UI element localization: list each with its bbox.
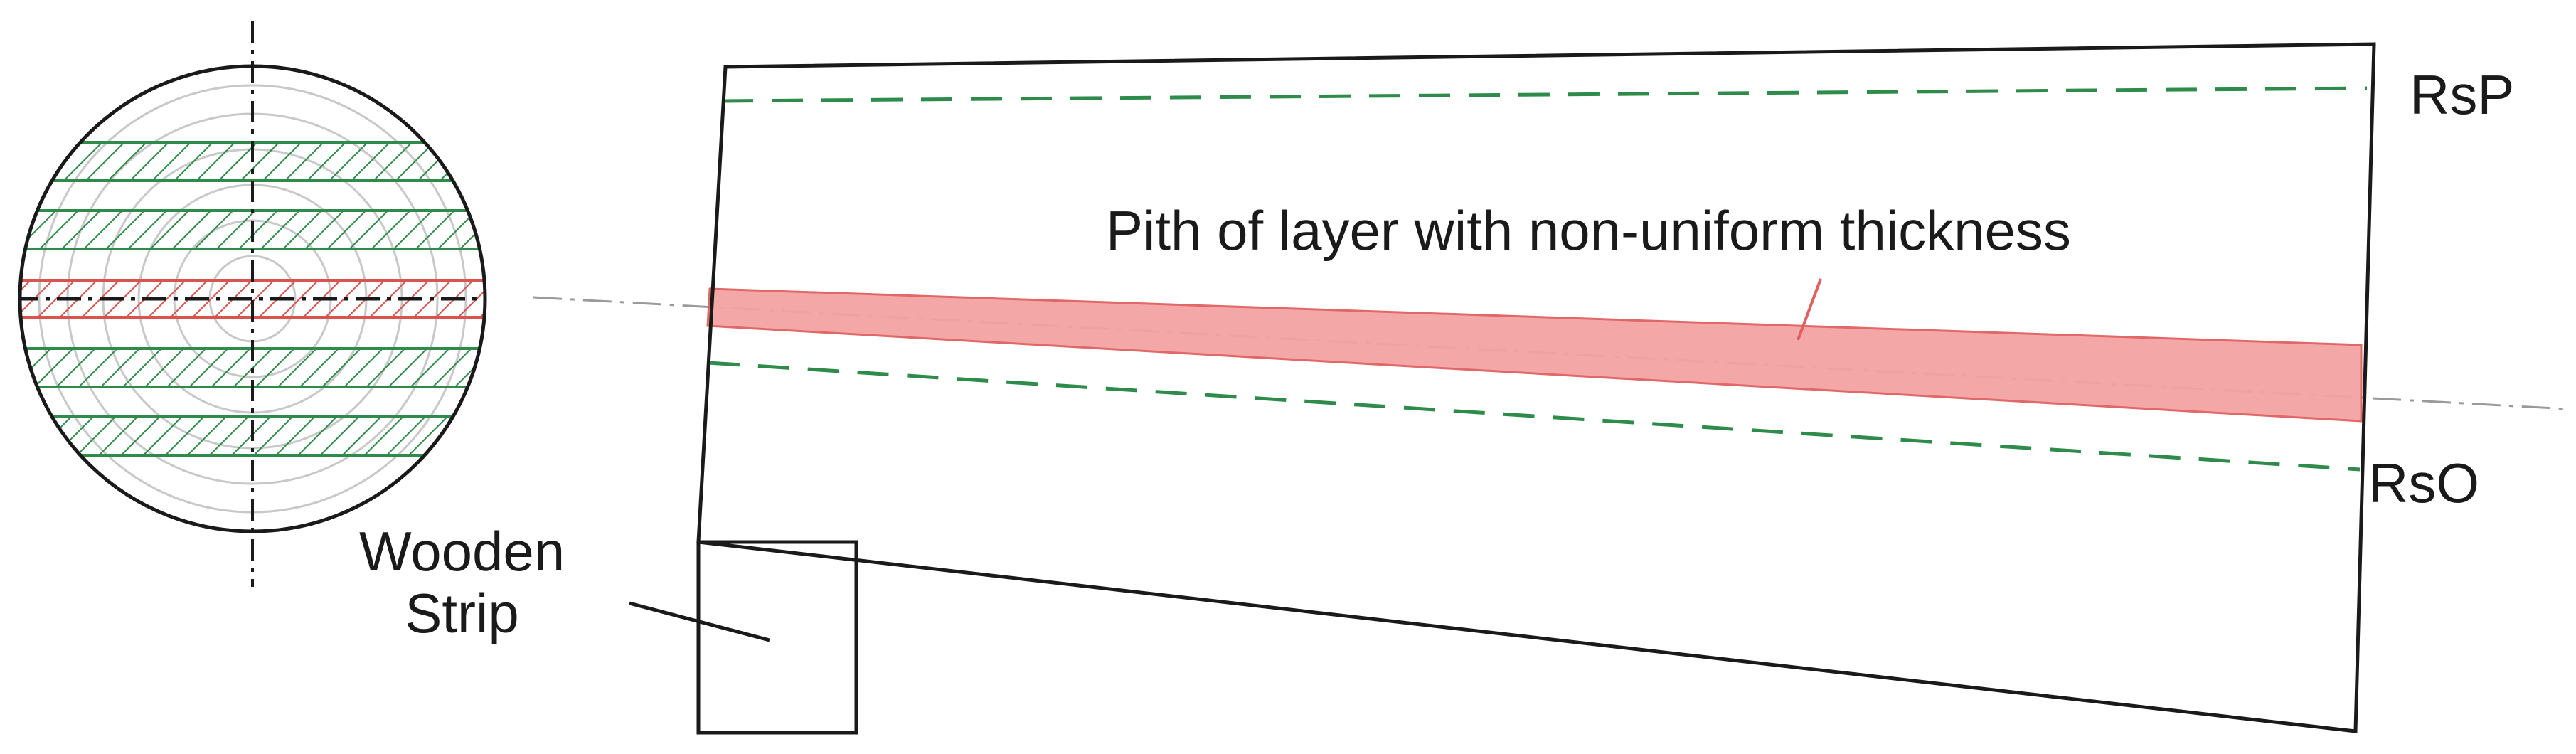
wooden-strip — [696, 540, 858, 735]
beam-outline — [696, 42, 2376, 733]
wooden-strip-leader-line — [629, 601, 770, 642]
pith-label: Pith of layer with non-uniform thickness — [1106, 199, 2071, 262]
log-cross-section — [18, 21, 487, 587]
wooden-strip-label-line1: Wooden — [359, 520, 565, 583]
beam-side-view — [533, 42, 2568, 735]
rsp-layer-line — [721, 86, 2368, 103]
wooden-strip-label-line2: Strip — [405, 582, 519, 645]
rso-label: RsO — [2368, 452, 2479, 514]
red-pith-layer-section — [20, 279, 485, 319]
pith-leader-line — [1797, 278, 1822, 341]
rsp-label: RsP — [2410, 63, 2515, 126]
wooden-strip-label: Wooden Strip — [359, 520, 565, 645]
red-layer-band — [706, 287, 2363, 423]
rso-layer-line — [708, 361, 2361, 472]
